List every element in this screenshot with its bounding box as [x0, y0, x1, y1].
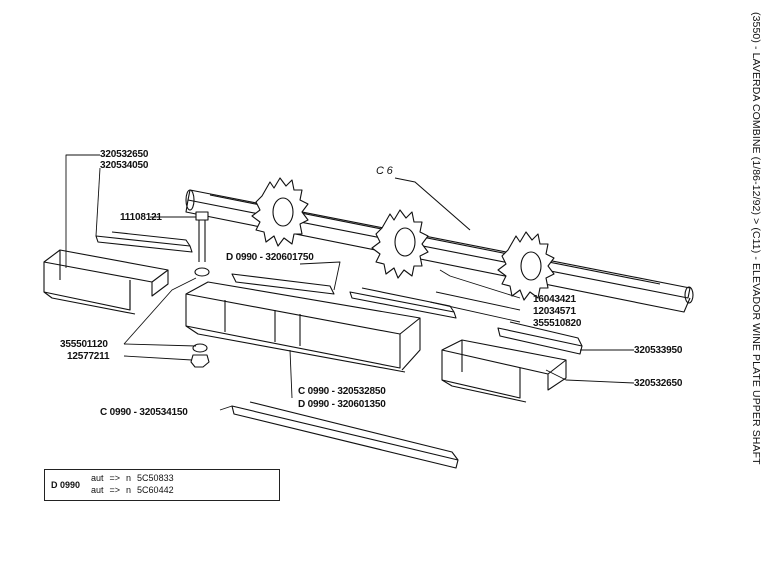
washer-lower — [192, 343, 208, 353]
part-label-320532650-right: 320532650 — [634, 378, 683, 389]
arrow-icon: => — [109, 485, 121, 495]
part-label-320534150: C 0990 - 320534150 — [100, 407, 188, 418]
part-label-355510820: 355510820 — [533, 318, 582, 329]
part-label-355501120: 355501120 — [60, 339, 108, 350]
page-title: (3550) - LAVERDA COMBINE (1/86-12/92) > … — [750, 12, 762, 465]
sprocket-left — [251, 177, 309, 247]
right-paddle-strip — [497, 321, 583, 355]
left-paddle-bracket — [43, 249, 169, 315]
part-label-12577211: 12577211 — [67, 351, 110, 362]
sprocket-middle — [371, 209, 429, 279]
left-paddle-strip — [95, 231, 193, 253]
nut — [190, 354, 210, 368]
part-label-11108121: 11108121 — [120, 212, 162, 223]
right-paddle-bracket — [441, 339, 567, 403]
part-label-320532850: C 0990 - 320532850 — [298, 386, 386, 397]
part-label-320534050: 320534050 — [100, 160, 149, 171]
middle-paddle-plate — [185, 281, 421, 373]
part-label-16043421: 16043421 — [533, 294, 576, 305]
part-label-320601350: D 0990 - 320601350 — [298, 399, 386, 410]
arrow-icon: => — [109, 473, 121, 483]
washer-top — [194, 267, 210, 277]
part-label-320601750: D 0990 - 320601750 — [226, 252, 314, 263]
part-label-320533950: 320533950 — [634, 345, 683, 356]
bottom-paddle-strip — [231, 401, 459, 469]
leader-lines — [65, 154, 635, 411]
bolt — [195, 211, 209, 262]
part-label-320532650: 320532650 — [100, 149, 149, 160]
sprocket-right — [497, 231, 555, 301]
group-label: C 6 — [376, 165, 393, 177]
middle-paddle-strip — [231, 273, 457, 319]
part-label-12034571: 12034571 — [533, 306, 576, 317]
legend-code: D 0990 — [51, 480, 81, 490]
